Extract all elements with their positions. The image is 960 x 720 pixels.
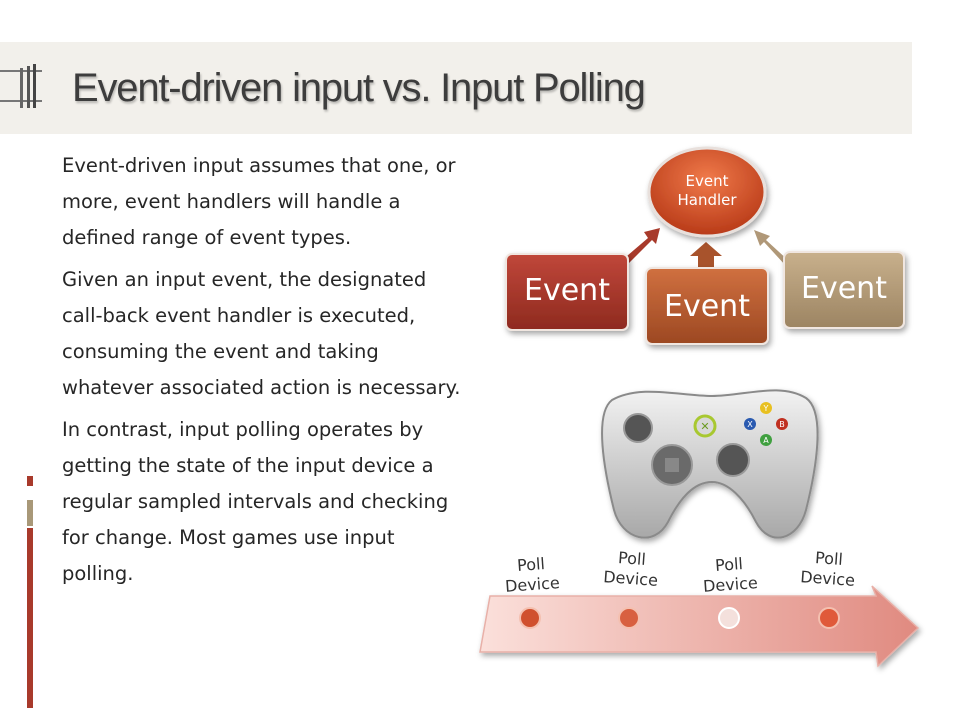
guide-button-icon	[693, 414, 717, 438]
paragraph-polling: In contrast, input polling operates by g…	[62, 418, 449, 585]
event-label-1: Event	[524, 273, 610, 308]
event-label-3: Event	[801, 271, 887, 306]
page-title: Event-driven input vs. Input Polling	[72, 66, 646, 110]
accent-square-tan	[27, 500, 33, 526]
poll-label-2-line2: Device	[603, 567, 659, 590]
poll-dot-1	[519, 607, 541, 629]
title-decoration-bars	[0, 64, 42, 108]
a-button-label: A	[763, 436, 769, 445]
handler-label-line1: Event	[686, 172, 729, 190]
b-button-icon	[776, 418, 788, 430]
paragraph-event-driven: Event-driven input assumes that one, or …	[62, 154, 456, 249]
arrow-event2-icon	[690, 242, 722, 270]
guide-x-mark: ✕	[700, 420, 709, 433]
input-diagram: Event Handler Event Event Event ✕ Y X B …	[479, 146, 920, 668]
game-controller-icon	[601, 389, 819, 539]
poll-label-3-line2: Device	[702, 573, 758, 596]
body-text: Event-driven input assumes that one, or …	[62, 148, 472, 598]
accent-bar	[27, 528, 33, 708]
poll-label-4-line2: Device	[800, 567, 856, 590]
poll-label-2-line1: Poll	[617, 548, 646, 569]
poll-label-4-line1: Poll	[814, 548, 843, 569]
timeline-arrow	[479, 585, 920, 668]
poll-dot-4	[818, 607, 840, 629]
dpad-center-icon	[665, 458, 679, 472]
poll-label-3-line1: Poll	[714, 554, 743, 575]
title-band	[0, 42, 912, 134]
x-button-label: X	[747, 420, 753, 429]
event-box-2	[645, 267, 769, 345]
handler-label-line2: Handler	[677, 191, 737, 209]
poll-label-1-line2: Device	[504, 573, 560, 596]
accent-square-red	[27, 476, 33, 486]
event-label-2: Event	[664, 289, 750, 324]
paragraph-event-handler: Given an input event, the designated cal…	[62, 268, 461, 399]
arrow-event1-icon	[620, 228, 660, 266]
accent-gap	[27, 488, 33, 498]
arrow-event3-icon	[754, 230, 790, 266]
y-button-icon	[760, 402, 772, 414]
right-stick-icon	[716, 443, 750, 477]
event-box-3	[783, 251, 905, 329]
b-button-label: B	[779, 420, 785, 429]
y-button-label: Y	[763, 404, 769, 413]
poll-label-1-line1: Poll	[516, 554, 545, 575]
event-box-1	[505, 253, 629, 331]
x-button-icon	[744, 418, 756, 430]
left-stick-icon	[623, 413, 653, 443]
poll-dot-2	[618, 607, 640, 629]
a-button-icon	[760, 434, 772, 446]
event-handler-node	[647, 146, 767, 238]
poll-dot-3	[718, 607, 740, 629]
